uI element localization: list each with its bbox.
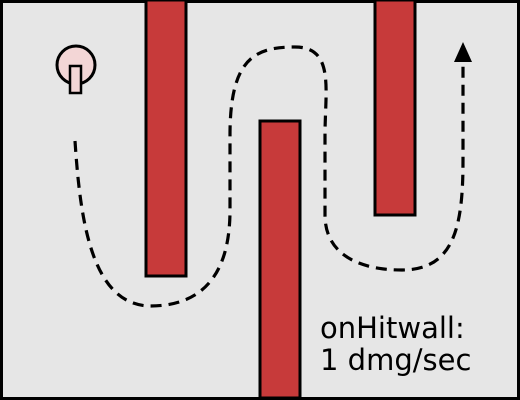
arrowhead-icon (454, 42, 472, 62)
movement-path (73, 45, 465, 308)
wall-middle (258, 119, 302, 400)
wall-right (373, 0, 417, 217)
rule-line-2: 1 dmg/sec (320, 343, 471, 377)
player-body (68, 64, 83, 95)
wall-left (144, 0, 188, 278)
player-icon (55, 44, 97, 95)
rule-line-1: onHitwall: (320, 311, 465, 345)
